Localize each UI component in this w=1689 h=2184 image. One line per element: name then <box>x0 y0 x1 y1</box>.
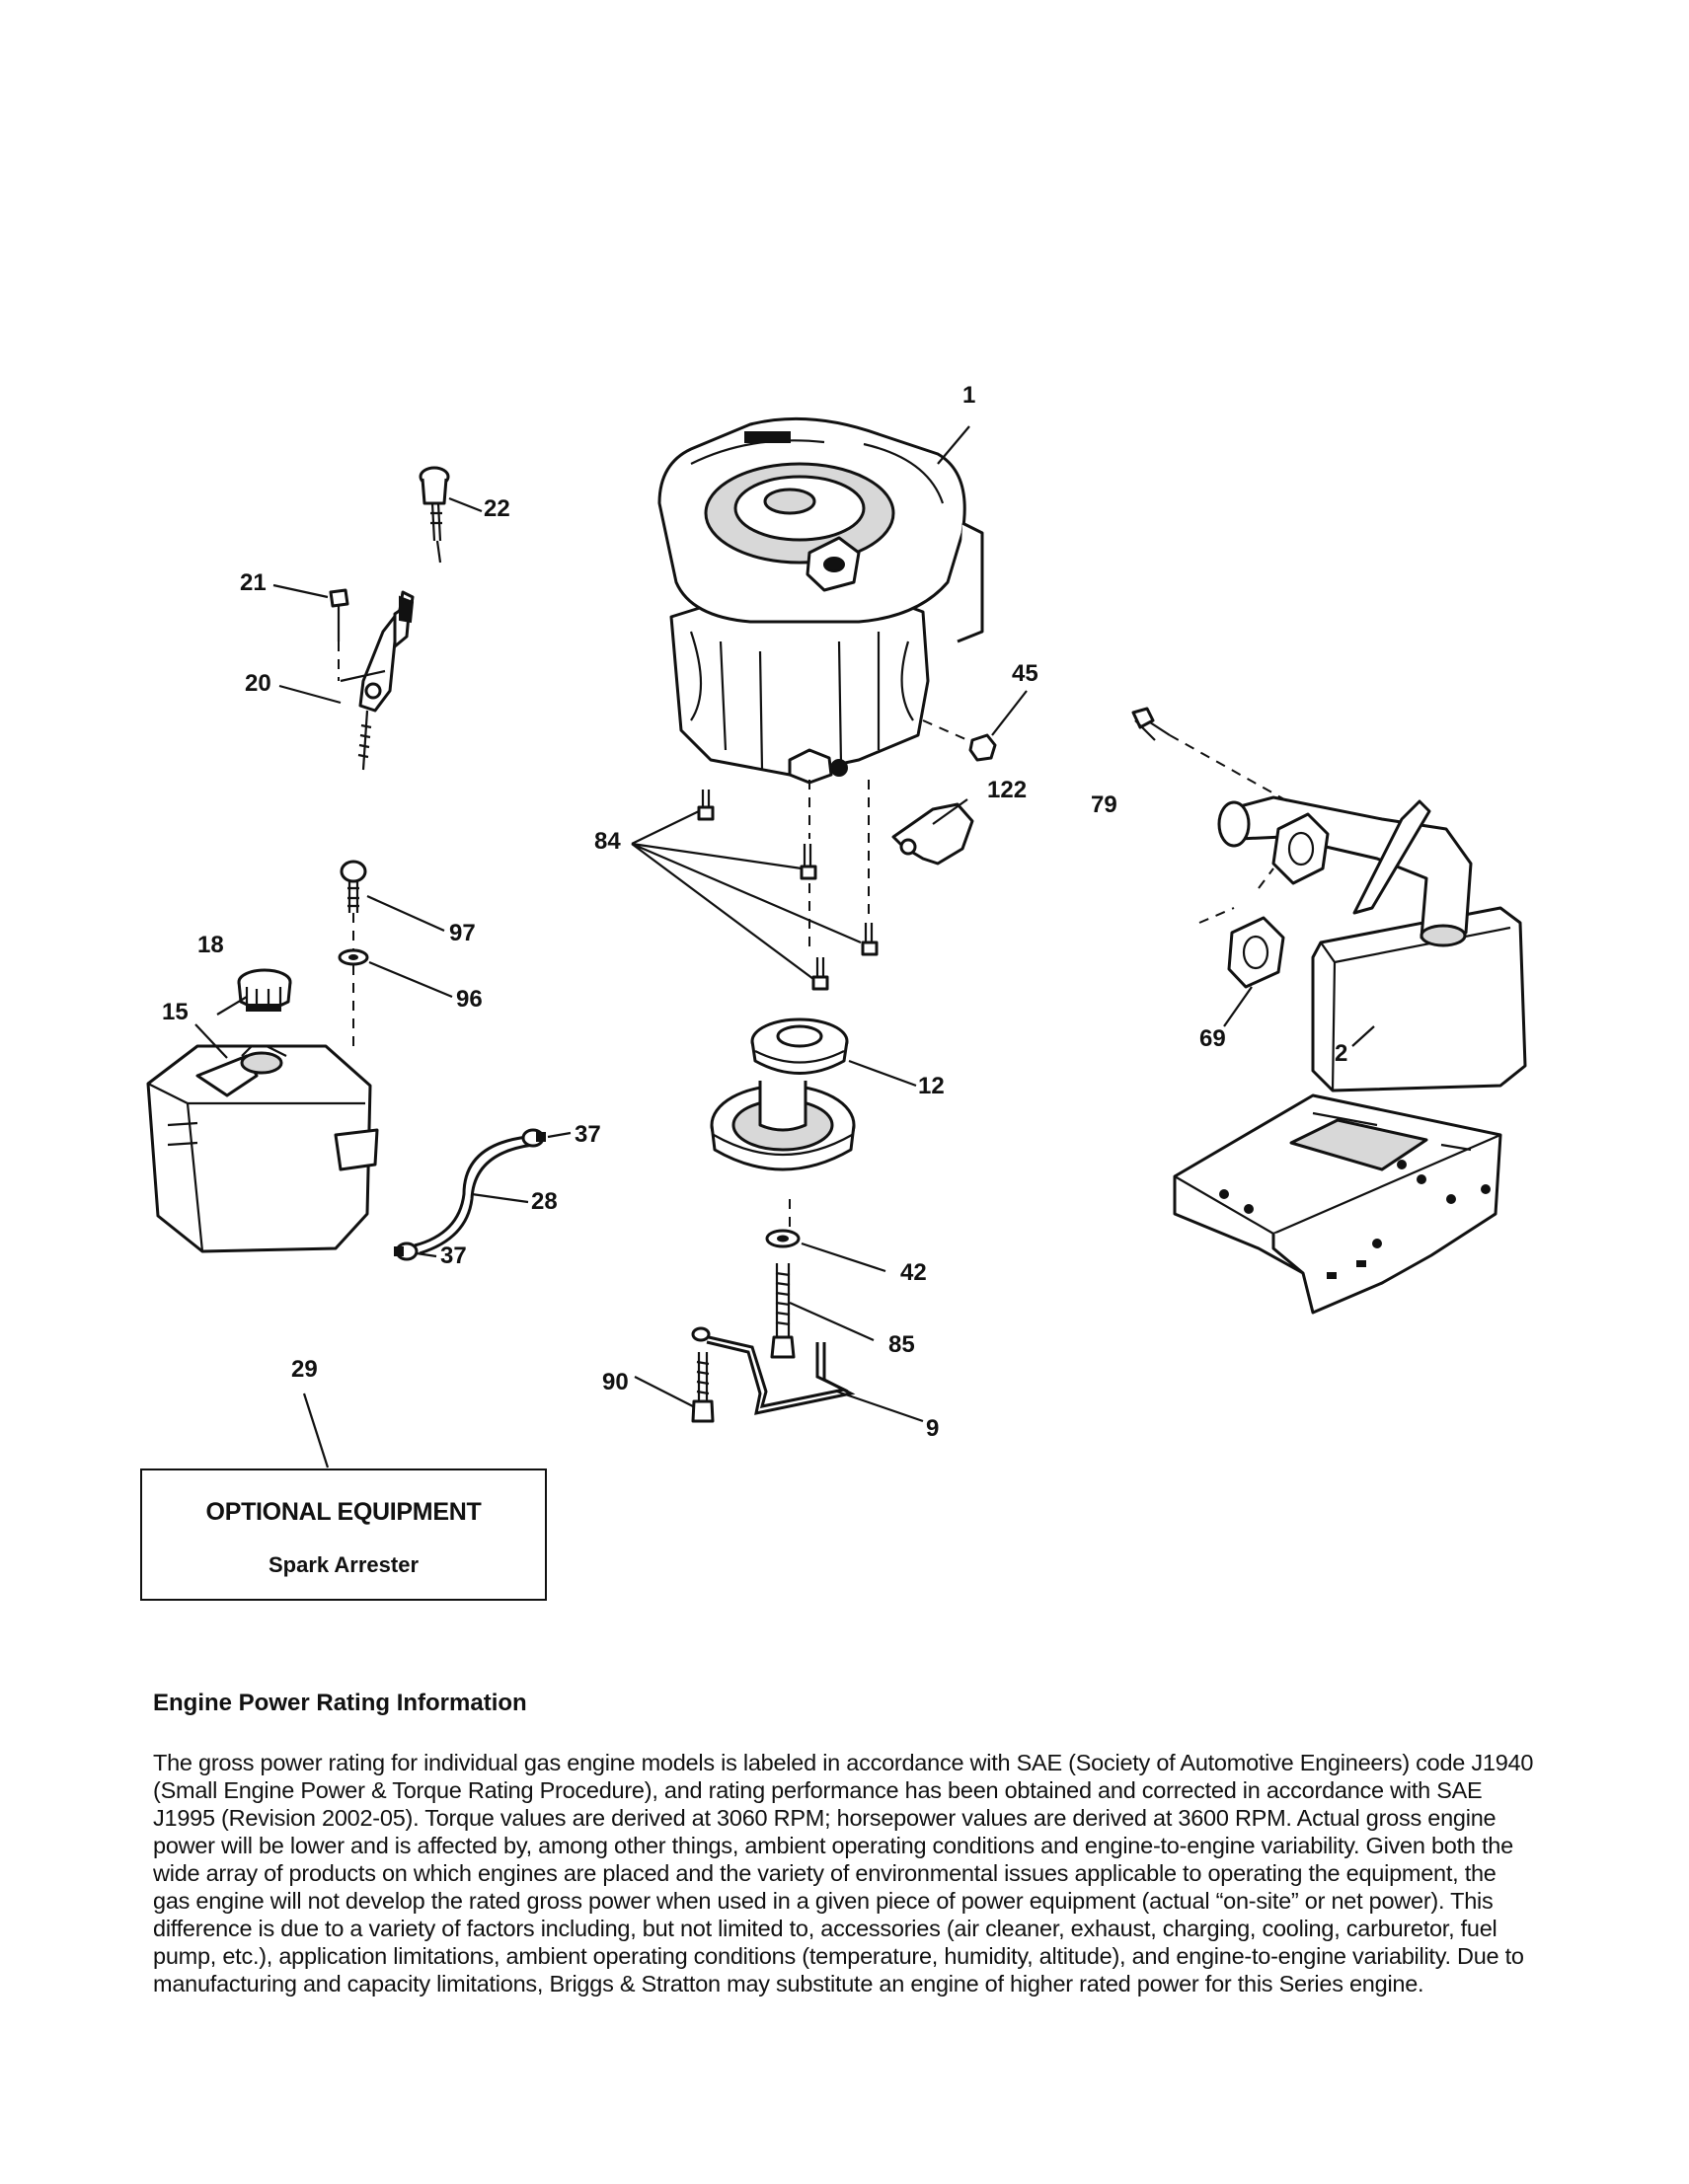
throttle-control-part <box>340 590 415 771</box>
bracket-122-part <box>891 802 974 866</box>
callout-28: 28 <box>531 1188 558 1215</box>
gasket-upper-part <box>1271 812 1330 885</box>
bolt-84-part <box>697 790 879 991</box>
callout-96: 96 <box>456 986 483 1013</box>
bolt-21-part <box>329 588 349 681</box>
callout-84: 84 <box>594 828 621 855</box>
knob-22-part <box>419 466 450 564</box>
callout-9: 9 <box>926 1415 939 1442</box>
bolt-79-part <box>1131 707 1171 736</box>
callout-37-upper: 37 <box>575 1121 601 1148</box>
callout-85: 85 <box>888 1331 915 1358</box>
callout-122: 122 <box>987 777 1027 803</box>
callout-15: 15 <box>162 999 189 1025</box>
pulley-part <box>710 1017 856 1171</box>
clamp-37-upper-part <box>521 1128 546 1148</box>
callout-29: 29 <box>291 1356 318 1383</box>
washer-42-part <box>765 1229 801 1248</box>
callout-20: 20 <box>245 670 271 697</box>
fuel-tank-part <box>146 1044 379 1253</box>
callout-42: 42 <box>900 1259 927 1286</box>
callout-12: 12 <box>918 1073 945 1099</box>
rating-heading: Engine Power Rating Information <box>153 1690 527 1716</box>
washer-96-part <box>338 948 369 966</box>
callout-21: 21 <box>240 569 267 596</box>
engine-part <box>657 416 984 785</box>
rating-body-text: The gross power rating for individual ga… <box>153 1750 1534 1996</box>
callout-22: 22 <box>484 495 510 522</box>
engine-power-rating-section: Engine Power Rating Information The gros… <box>153 1690 1535 1997</box>
optional-equipment-title: OPTIONAL EQUIPMENT <box>205 1498 482 1526</box>
callout-79: 79 <box>1091 791 1117 818</box>
optional-equipment-box: OPTIONAL EQUIPMENT Spark Arrester <box>140 1469 547 1601</box>
nut-45-part <box>968 733 997 762</box>
bolt-85-part <box>770 1263 796 1359</box>
optional-equipment-item: Spark Arrester <box>268 1552 420 1577</box>
mount-plate-part <box>1173 1093 1502 1315</box>
bolt-90-part <box>691 1352 715 1423</box>
rod-9-part <box>691 1326 856 1415</box>
callout-37-lower: 37 <box>440 1243 467 1269</box>
callout-90: 90 <box>602 1369 629 1395</box>
fuel-line-part <box>414 1135 534 1255</box>
callout-45: 45 <box>1012 660 1038 687</box>
bolt-97-part <box>340 860 367 913</box>
callout-97: 97 <box>449 920 476 946</box>
callout-18: 18 <box>197 932 224 958</box>
clamp-37-lower-part <box>394 1242 419 1261</box>
callout-1: 1 <box>962 382 975 409</box>
callout-69: 69 <box>1199 1025 1226 1052</box>
gasket-69-part <box>1227 916 1285 989</box>
leader-lines <box>194 425 1375 1469</box>
fuel-cap-part <box>237 968 292 1012</box>
callout-2: 2 <box>1335 1040 1347 1067</box>
